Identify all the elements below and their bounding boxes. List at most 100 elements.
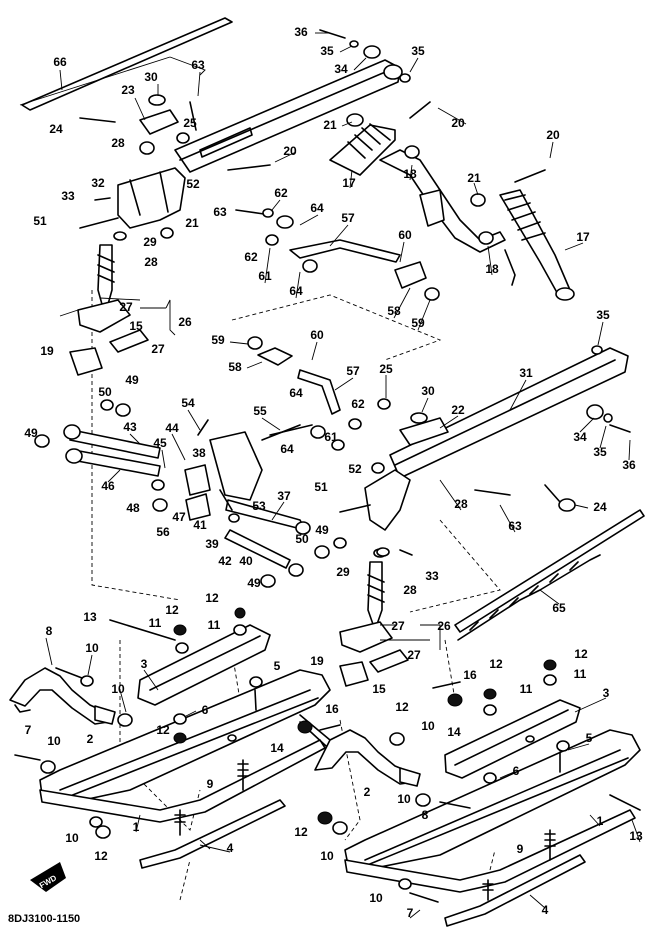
callout-28[interactable]: 28: [403, 583, 417, 597]
callout-41[interactable]: 41: [193, 518, 207, 532]
callout-11[interactable]: 11: [574, 667, 587, 681]
callout-61[interactable]: 61: [324, 430, 338, 444]
callout-10[interactable]: 10: [47, 734, 61, 748]
callout-62[interactable]: 62: [274, 186, 288, 200]
callout-10[interactable]: 10: [369, 891, 383, 905]
callout-59[interactable]: 59: [411, 316, 425, 330]
callout-9[interactable]: 9: [207, 777, 214, 791]
callout-13[interactable]: 13: [83, 610, 97, 624]
callout-33[interactable]: 33: [61, 189, 75, 203]
callout-35[interactable]: 35: [320, 44, 334, 58]
callout-35[interactable]: 35: [593, 445, 607, 459]
callout-14[interactable]: 14: [270, 741, 284, 755]
callout-3[interactable]: 3: [603, 686, 610, 700]
callout-53[interactable]: 53: [252, 499, 266, 513]
callout-30[interactable]: 30: [144, 70, 158, 84]
callout-28[interactable]: 28: [111, 136, 125, 150]
callout-12[interactable]: 12: [156, 723, 170, 737]
callout-11[interactable]: 11: [520, 682, 533, 696]
callout-32[interactable]: 32: [91, 176, 105, 190]
callout-45[interactable]: 45: [153, 436, 167, 450]
callout-50[interactable]: 50: [98, 385, 112, 399]
callout-7[interactable]: 7: [407, 906, 414, 920]
callout-16[interactable]: 16: [463, 668, 477, 682]
callout-31[interactable]: 31: [519, 366, 533, 380]
callout-9[interactable]: 9: [517, 842, 524, 856]
callout-13[interactable]: 13: [629, 829, 643, 843]
callout-55[interactable]: 55: [253, 404, 267, 418]
callout-26[interactable]: 26: [178, 315, 192, 329]
callout-16[interactable]: 16: [325, 702, 339, 716]
callout-43[interactable]: 43: [123, 420, 137, 434]
callout-66[interactable]: 66: [53, 55, 67, 69]
callout-59[interactable]: 59: [211, 333, 225, 347]
callout-24[interactable]: 24: [593, 500, 607, 514]
callout-18[interactable]: 18: [485, 262, 499, 276]
callout-1[interactable]: 1: [597, 814, 604, 828]
callout-49[interactable]: 49: [24, 426, 38, 440]
callout-23[interactable]: 23: [121, 83, 135, 97]
callout-6[interactable]: 6: [202, 703, 209, 717]
callout-52[interactable]: 52: [186, 177, 200, 191]
callout-33[interactable]: 33: [425, 569, 439, 583]
callout-60[interactable]: 60: [398, 228, 412, 242]
callout-8[interactable]: 8: [422, 808, 429, 822]
callout-62[interactable]: 62: [351, 397, 365, 411]
callout-61[interactable]: 61: [258, 269, 272, 283]
callout-10[interactable]: 10: [320, 849, 334, 863]
callout-14[interactable]: 14: [447, 725, 461, 739]
callout-6[interactable]: 6: [513, 764, 520, 778]
callout-2[interactable]: 2: [87, 732, 94, 746]
callout-21[interactable]: 21: [185, 216, 199, 230]
callout-30[interactable]: 30: [421, 384, 435, 398]
callout-49[interactable]: 49: [315, 523, 329, 537]
callout-34[interactable]: 34: [334, 62, 348, 76]
callout-48[interactable]: 48: [126, 501, 140, 515]
callout-7[interactable]: 7: [25, 723, 32, 737]
callout-20[interactable]: 20: [283, 144, 297, 158]
callout-10[interactable]: 10: [421, 719, 435, 733]
callout-12[interactable]: 12: [574, 647, 588, 661]
callout-64[interactable]: 64: [289, 386, 303, 400]
callout-62[interactable]: 62: [244, 250, 258, 264]
callout-28[interactable]: 28: [144, 255, 158, 269]
callout-50[interactable]: 50: [295, 532, 309, 546]
callout-42[interactable]: 42: [218, 554, 232, 568]
callout-40[interactable]: 40: [239, 554, 253, 568]
callout-44[interactable]: 44: [165, 421, 179, 435]
callout-21[interactable]: 21: [323, 118, 337, 132]
callout-36[interactable]: 36: [294, 25, 308, 39]
callout-22[interactable]: 22: [451, 403, 465, 417]
callout-12[interactable]: 12: [94, 849, 108, 863]
callout-35[interactable]: 35: [411, 44, 425, 58]
callout-5[interactable]: 5: [274, 659, 281, 673]
callout-52[interactable]: 52: [348, 462, 362, 476]
callout-1[interactable]: 1: [133, 820, 140, 834]
callout-56[interactable]: 56: [156, 525, 170, 539]
callout-19[interactable]: 19: [310, 654, 324, 668]
callout-3[interactable]: 3: [141, 657, 148, 671]
callout-29[interactable]: 29: [143, 235, 157, 249]
callout-35[interactable]: 35: [596, 308, 610, 322]
callout-49[interactable]: 49: [247, 576, 261, 590]
callout-63[interactable]: 63: [508, 519, 522, 533]
callout-11[interactable]: 11: [208, 618, 221, 632]
callout-65[interactable]: 65: [552, 601, 566, 615]
callout-63[interactable]: 63: [191, 58, 205, 72]
callout-8[interactable]: 8: [46, 624, 53, 638]
callout-27[interactable]: 27: [151, 342, 165, 356]
callout-57[interactable]: 57: [346, 364, 360, 378]
callout-34[interactable]: 34: [573, 430, 587, 444]
callout-38[interactable]: 38: [192, 446, 206, 460]
callout-10[interactable]: 10: [397, 792, 411, 806]
callout-46[interactable]: 46: [101, 479, 115, 493]
callout-12[interactable]: 12: [205, 591, 219, 605]
callout-51[interactable]: 51: [33, 214, 47, 228]
callout-63[interactable]: 63: [213, 205, 227, 219]
callout-64[interactable]: 64: [289, 284, 303, 298]
callout-24[interactable]: 24: [49, 122, 63, 136]
callout-29[interactable]: 29: [336, 565, 350, 579]
callout-4[interactable]: 4: [227, 841, 234, 855]
callout-20[interactable]: 20: [451, 116, 465, 130]
callout-25[interactable]: 25: [183, 116, 197, 130]
